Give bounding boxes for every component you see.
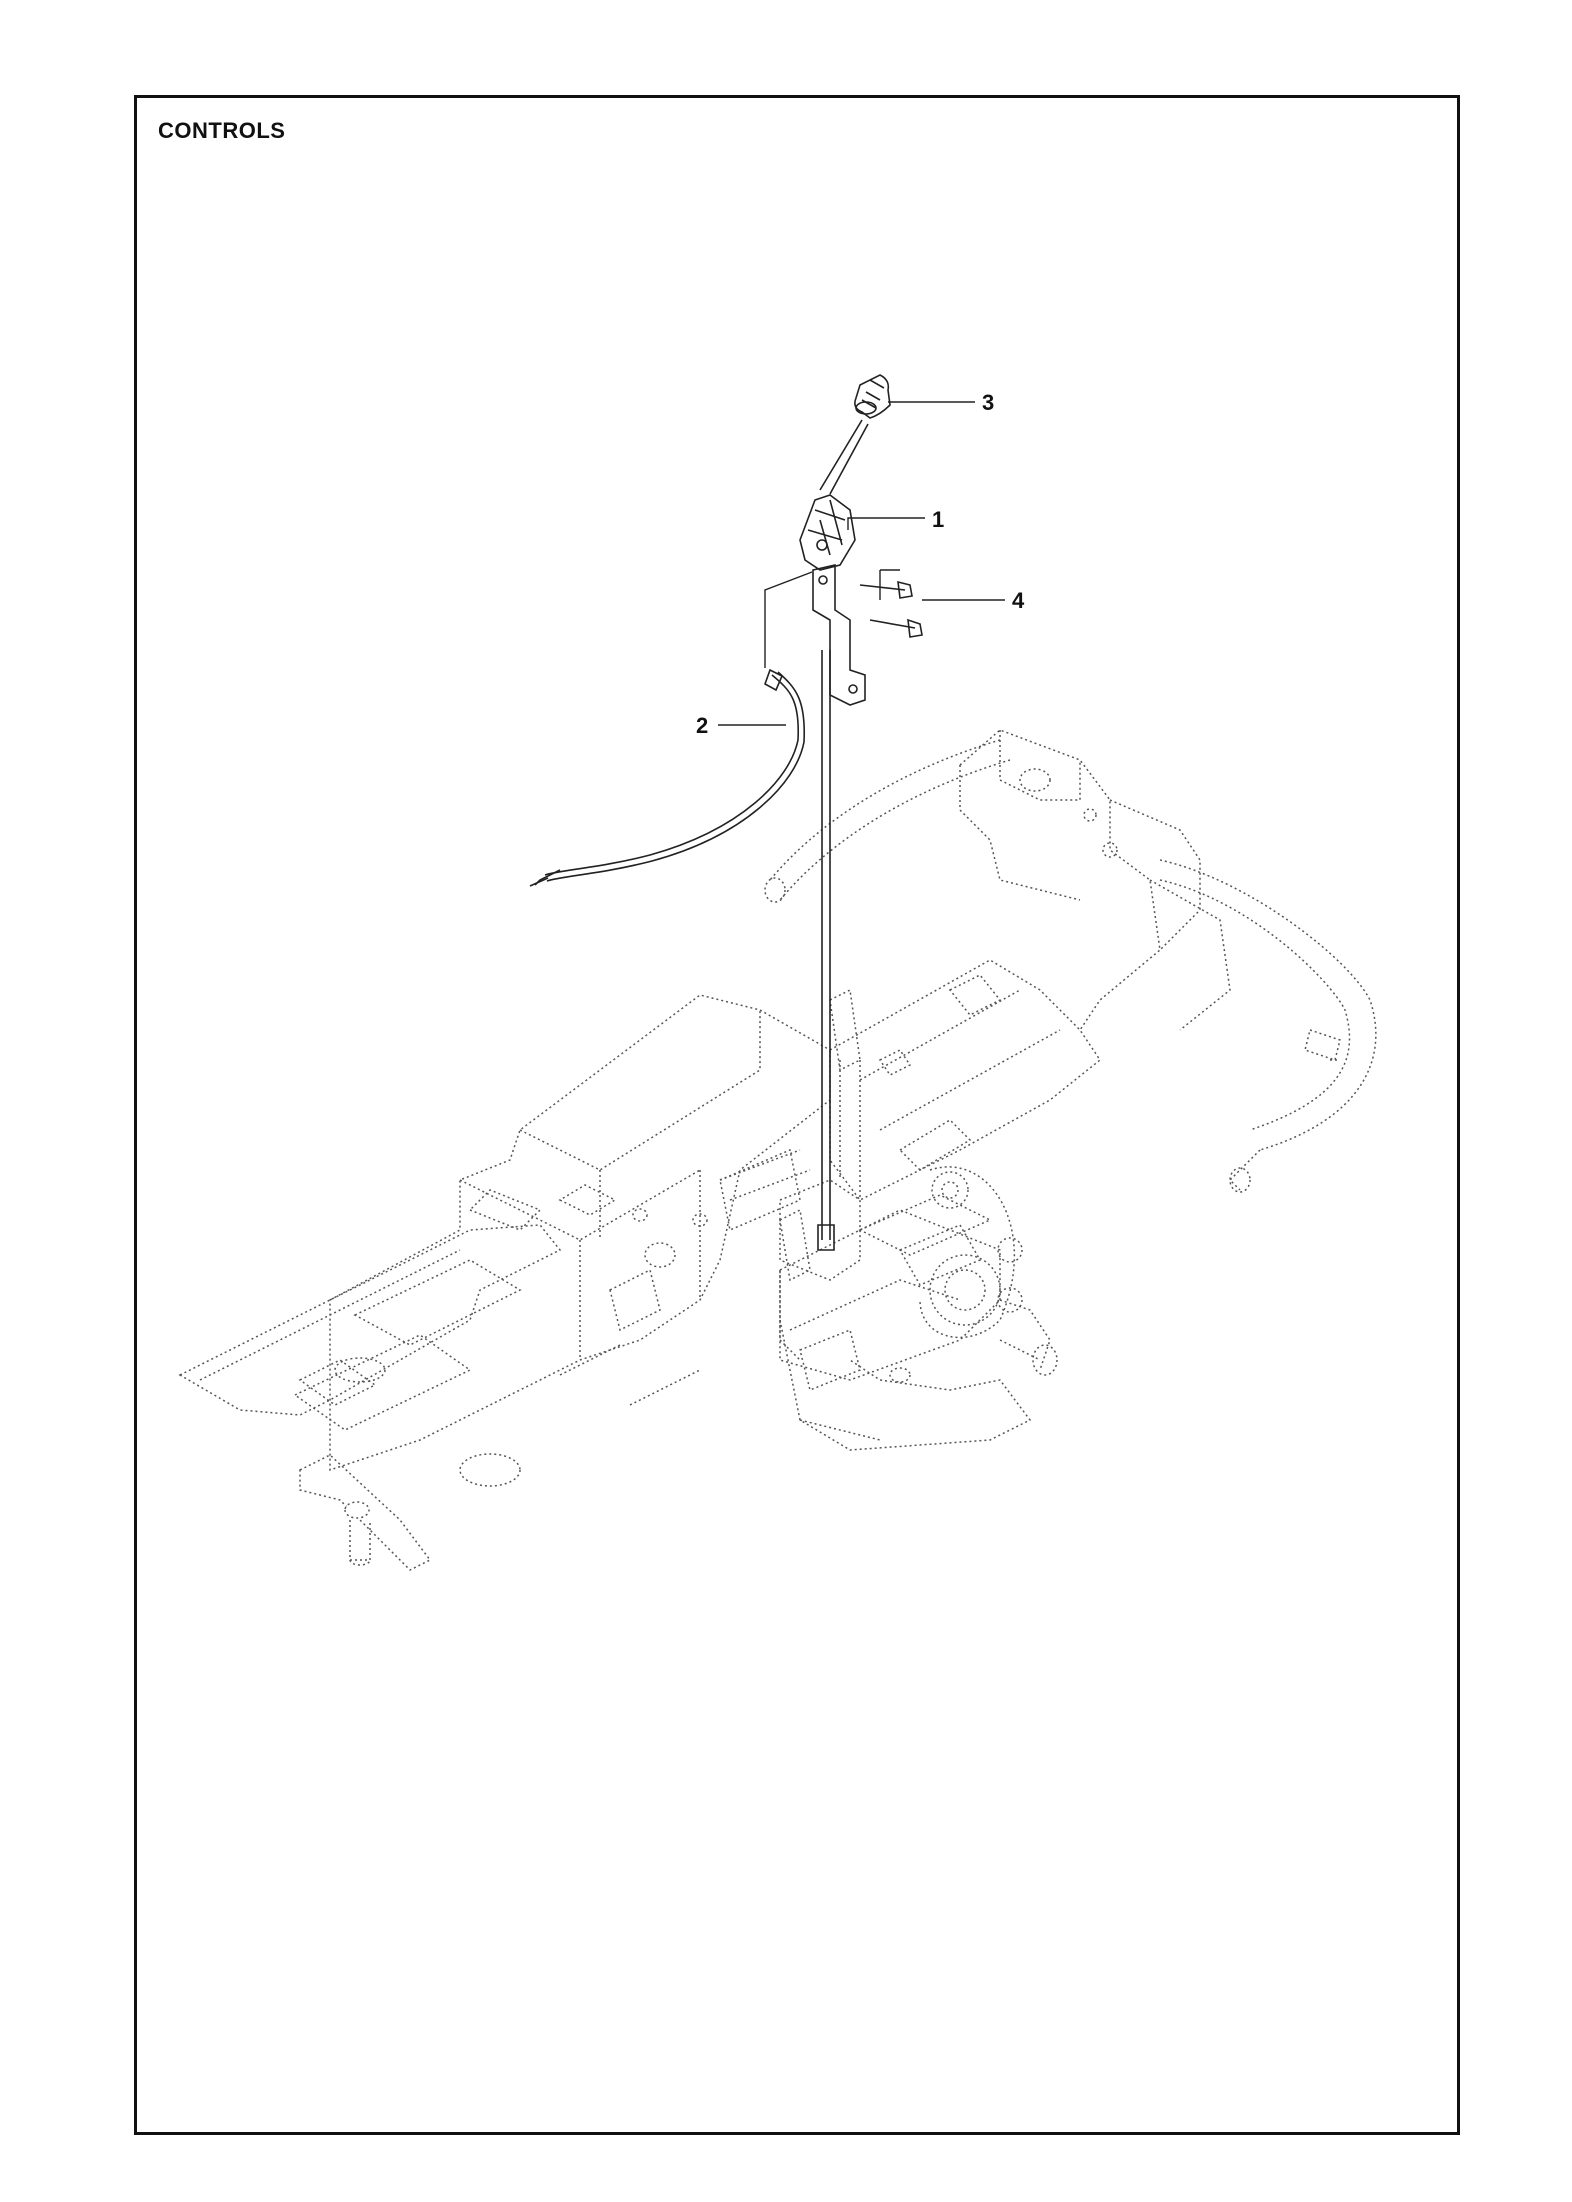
control-lever-part-1 <box>799 419 869 571</box>
leader-lines <box>718 401 1005 726</box>
callout-2: 2 <box>696 713 708 738</box>
callout-3: 3 <box>982 390 994 415</box>
knob-part-3 <box>854 374 891 419</box>
bracket-and-screws-part-4 <box>812 563 923 1251</box>
page-title: CONTROLS <box>158 118 286 143</box>
chassis-frame <box>178 729 1377 1571</box>
control-cable-part-2 <box>529 668 806 887</box>
diagram-frame <box>134 95 1460 2135</box>
callout-1: 1 <box>932 507 944 532</box>
callout-4: 4 <box>1012 588 1025 613</box>
